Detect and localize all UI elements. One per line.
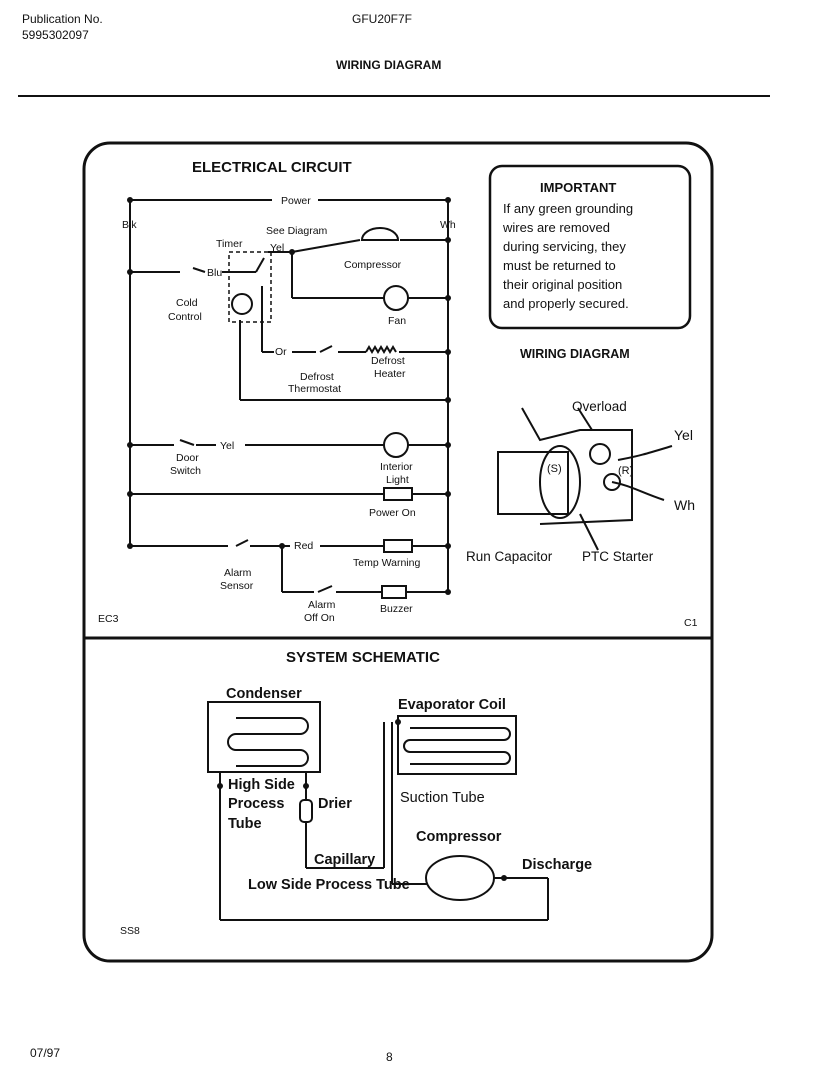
schematic-title: SYSTEM SCHEMATIC: [286, 649, 440, 666]
label-red: Red: [294, 540, 313, 552]
label-sensor: Sensor: [220, 580, 254, 592]
label-yel: Yel: [674, 427, 693, 443]
label-power: Power: [281, 195, 311, 207]
label-5: and properly secured.: [503, 296, 629, 311]
label-compressor: Compressor: [416, 829, 502, 845]
timer-box: [228, 251, 272, 323]
label-ss8: SS8: [120, 925, 140, 937]
publication-label: Publication No.: [22, 12, 103, 26]
label-defrost2: Defrost: [371, 355, 405, 367]
label-discharge: Discharge: [522, 857, 592, 873]
label-s: (S): [547, 463, 562, 475]
label-alarm: Alarm: [224, 567, 252, 579]
label-wh: Wh: [674, 497, 695, 513]
label-0: If any green grounding: [503, 201, 633, 216]
label-power-on: Power On: [369, 507, 416, 519]
label-condenser: Condenser: [226, 686, 302, 702]
label-door: Door: [176, 452, 199, 464]
overload-icon: [521, 407, 633, 525]
label-control: Control: [168, 311, 202, 323]
temp-warning-icon: [383, 539, 413, 553]
label-buzzer: Buzzer: [380, 603, 413, 615]
model-number: GFU20F7F: [352, 12, 413, 26]
important-title: IMPORTANT: [540, 180, 616, 195]
label-ec3: EC3: [98, 613, 119, 625]
label-process: Process: [228, 796, 284, 812]
label-run-capacitor: Run Capacitor: [466, 549, 553, 564]
section-title: WIRING DIAGRAM: [336, 58, 442, 72]
label-compressor: Compressor: [344, 259, 402, 271]
label-blu: Blu: [207, 267, 222, 279]
label-yel2: Yel: [220, 440, 234, 452]
label-switch: Switch: [170, 465, 201, 477]
label-see-diagram: See Diagram: [266, 225, 328, 237]
label-or: Or: [275, 346, 287, 358]
label-interior: Interior: [380, 461, 413, 473]
label-4: their original position: [503, 277, 622, 292]
panel-frame: [82, 141, 714, 963]
label-light: Light: [386, 474, 409, 486]
electrical-title: ELECTRICAL CIRCUIT: [192, 159, 352, 176]
label-alarm2: Alarm: [308, 599, 336, 611]
label-capillary: Capillary: [314, 852, 375, 868]
run-capacitor-icon: [497, 451, 569, 515]
label-r: (R): [618, 465, 633, 477]
label-heater: Heater: [374, 368, 406, 380]
interior-light-icon: [383, 432, 409, 458]
label-wh: Wh: [440, 219, 456, 231]
fan-icon: [383, 285, 409, 311]
label-3: must be returned to: [503, 258, 616, 273]
system-compressor-icon: [425, 855, 495, 901]
publication-number: 5995302097: [22, 28, 89, 42]
evaporator-coil-icon: [397, 715, 517, 775]
label-fan: Fan: [388, 315, 406, 327]
important-box: [488, 164, 692, 330]
power-on-icon: [383, 487, 413, 501]
wiring-title: WIRING DIAGRAM: [520, 347, 630, 361]
label-timer: Timer: [216, 238, 243, 250]
header-rule: [18, 95, 770, 97]
label-high-side: High Side: [228, 777, 295, 793]
label-1: wires are removed: [502, 220, 610, 235]
label-drier: Drier: [318, 796, 352, 812]
label-cold: Cold: [176, 297, 198, 309]
label-temp-warning: Temp Warning: [353, 557, 420, 569]
page-number: 8: [386, 1050, 393, 1064]
condenser-icon: [207, 701, 321, 773]
label-off-on: Off On: [304, 612, 335, 624]
drier-icon: [299, 799, 313, 823]
label-2: during servicing, they: [503, 239, 626, 254]
label-overload: Overload: [572, 399, 627, 414]
label-c1: C1: [684, 617, 698, 629]
footer-date: 07/97: [30, 1046, 61, 1060]
label-yel: Yel: [270, 242, 284, 254]
compressor-icon: [360, 227, 400, 241]
label-defrost: Defrost: [300, 371, 334, 383]
label-tube: Tube: [228, 816, 262, 832]
label-thermostat: Thermostat: [288, 383, 341, 395]
defrost-heater-icon: [365, 345, 397, 354]
ptc-starter-icon: [603, 473, 621, 491]
buzzer-icon: [381, 585, 407, 599]
label-ptc-starter: PTC Starter: [582, 549, 654, 564]
label-suction-tube: Suction Tube: [400, 790, 485, 806]
label-evaporator-coil: Evaporator Coil: [398, 697, 506, 713]
timer-motor-icon: [231, 293, 253, 315]
label-low-side: Low Side Process Tube: [248, 877, 410, 893]
label-blk: Blk: [122, 219, 137, 231]
